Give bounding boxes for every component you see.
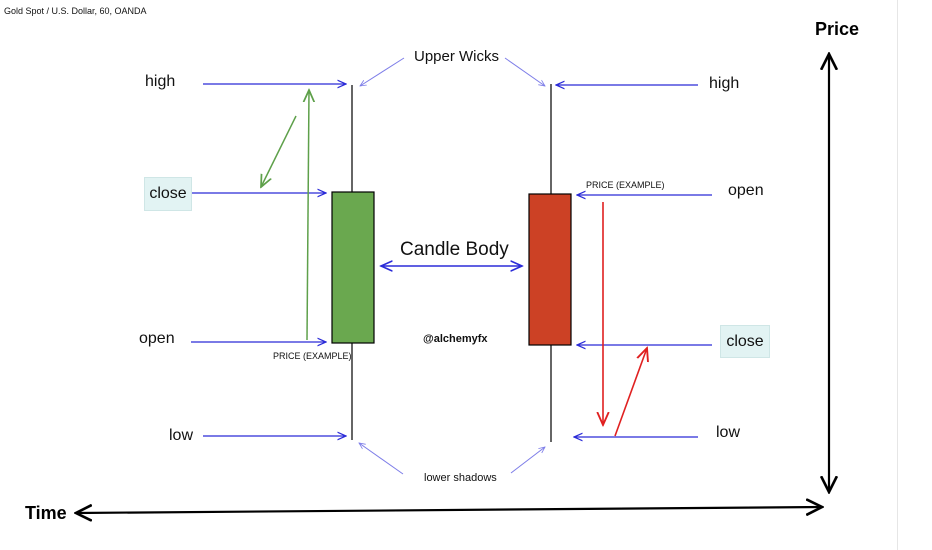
symbol-title: Gold Spot / U.S. Dollar, 60, OANDA [4,6,147,16]
arrow-lower-shadow-left [359,443,404,475]
upper-wicks-label: Upper Wicks [414,48,500,65]
lower-shadows-label: lower shadows [424,472,497,484]
time-axis [76,507,822,513]
arrow-upper-wick-right [504,57,545,86]
bear-path-up [614,348,647,437]
time-axis-title: Time [25,503,67,523]
bear-close-label: close [720,325,770,358]
bull-path-down [261,115,297,187]
bearish-body [528,193,572,346]
arrow-lower-shadow-right [510,447,545,474]
bull-high-label: high [145,73,176,90]
bullish-body [331,191,375,344]
bear-high-label: high [709,75,740,92]
candle-body-label: Candle Body [400,239,509,260]
bull-path-up [307,90,309,341]
bear-price-example: PRICE (EXAMPLE) [586,180,665,190]
price-scale[interactable] [897,0,932,550]
watermark-label: @alchemyfx [423,333,488,345]
bear-low-label: low [716,424,741,441]
arrow-upper-wick-left [360,57,405,86]
bull-close-label: close [144,177,192,211]
bull-low-label: low [169,427,194,444]
bear-open-label: open [728,182,764,199]
price-axis-title: Price [815,19,860,39]
bull-price-example: PRICE (EXAMPLE) [273,351,352,361]
bull-open-label: open [139,330,175,347]
